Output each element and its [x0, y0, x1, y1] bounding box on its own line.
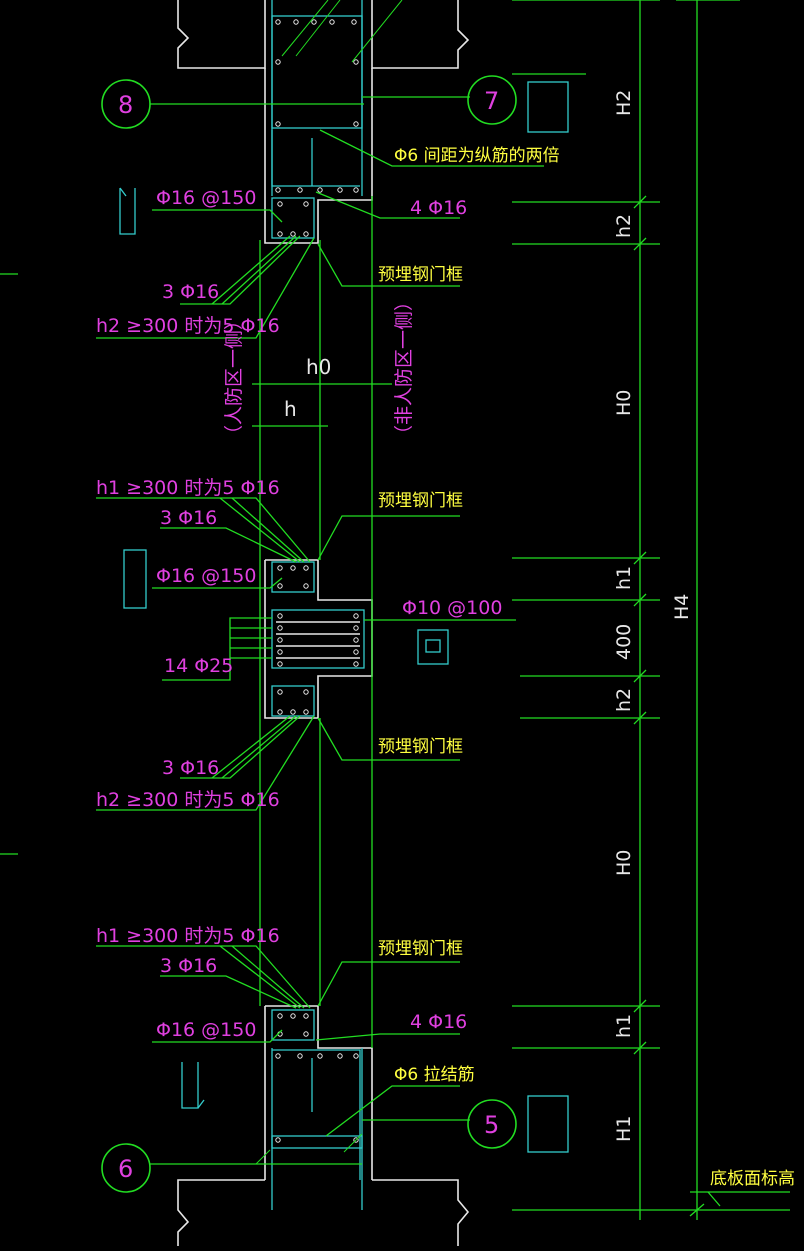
label-embed-frame-2: 预埋钢门框: [378, 491, 463, 511]
rebar-lines: [119, 0, 569, 1210]
marker-7: 7: [484, 87, 499, 115]
label-phi16-150-mid: Φ16 @150: [156, 565, 256, 587]
label-slab-elevation: 底板面标高: [710, 1169, 795, 1189]
label-phi16-150-top: Φ16 @150: [156, 187, 256, 209]
label-3phi16-lower: 3 Φ16: [160, 955, 217, 977]
label-phi6-tie: Φ6 拉结筋: [394, 1065, 475, 1085]
label-14phi25: 14 Φ25: [164, 655, 233, 677]
label-phi6-spacing: Φ6 间距为纵筋的两倍: [394, 146, 560, 166]
label-embed-frame-1: 预埋钢门框: [378, 265, 463, 285]
marker-circles: [101, 75, 517, 1193]
marker-8: 8: [118, 91, 133, 119]
label-h1-300-upper: h1 ≥300 时为5 Φ16: [96, 477, 280, 499]
dim-H0-lower: H0: [613, 850, 635, 876]
leader-lines: [0, 0, 790, 1220]
label-3phi16-lower-mid: 3 Φ16: [162, 757, 219, 779]
dim-h1-upper: h1: [613, 566, 635, 590]
label-h2-300-lower: h2 ≥300 时为5 Φ16: [96, 789, 280, 811]
dim-H0-upper: H0: [613, 390, 635, 416]
label-embed-frame-4: 预埋钢门框: [378, 939, 463, 959]
label-h1-300-lower: h1 ≥300 时为5 Φ16: [96, 925, 280, 947]
middle-block-bars: [276, 621, 360, 659]
marker-5: 5: [484, 1111, 499, 1139]
hatching: [255, 0, 403, 1165]
marker-6: 6: [118, 1155, 133, 1183]
dim-H4: H4: [671, 594, 693, 620]
label-h2-300-top: h2 ≥300 时为5 Φ16: [96, 315, 280, 337]
label-embed-frame-3: 预埋钢门框: [378, 737, 463, 757]
label-3phi16-top: 3 Φ16: [162, 281, 219, 303]
label-4phi16-lower: 4 Φ16: [410, 1011, 467, 1033]
dim-H1: H1: [613, 1116, 635, 1142]
label-phi10-100: Φ10 @100: [402, 597, 502, 619]
label-phi16-150-lower: Φ16 @150: [156, 1019, 256, 1041]
dim-h1-lower: h1: [613, 1014, 635, 1038]
label-noncivil-side: （非人防区一侧）: [393, 292, 415, 444]
dim-H2: H2: [613, 90, 635, 116]
label-4phi16-top: 4 Φ16: [410, 197, 467, 219]
label-civil-side: （人防区一侧）: [223, 311, 245, 444]
dim-400: 400: [613, 624, 635, 660]
label-h0-top: h0: [306, 355, 331, 379]
dim-h2-top: h2: [613, 214, 635, 238]
dim-h2-mid: h2: [613, 688, 635, 712]
label-h-top: h: [284, 397, 297, 421]
rebar-dots: [275, 19, 359, 1143]
label-3phi16-upper-mid: 3 Φ16: [160, 507, 217, 529]
